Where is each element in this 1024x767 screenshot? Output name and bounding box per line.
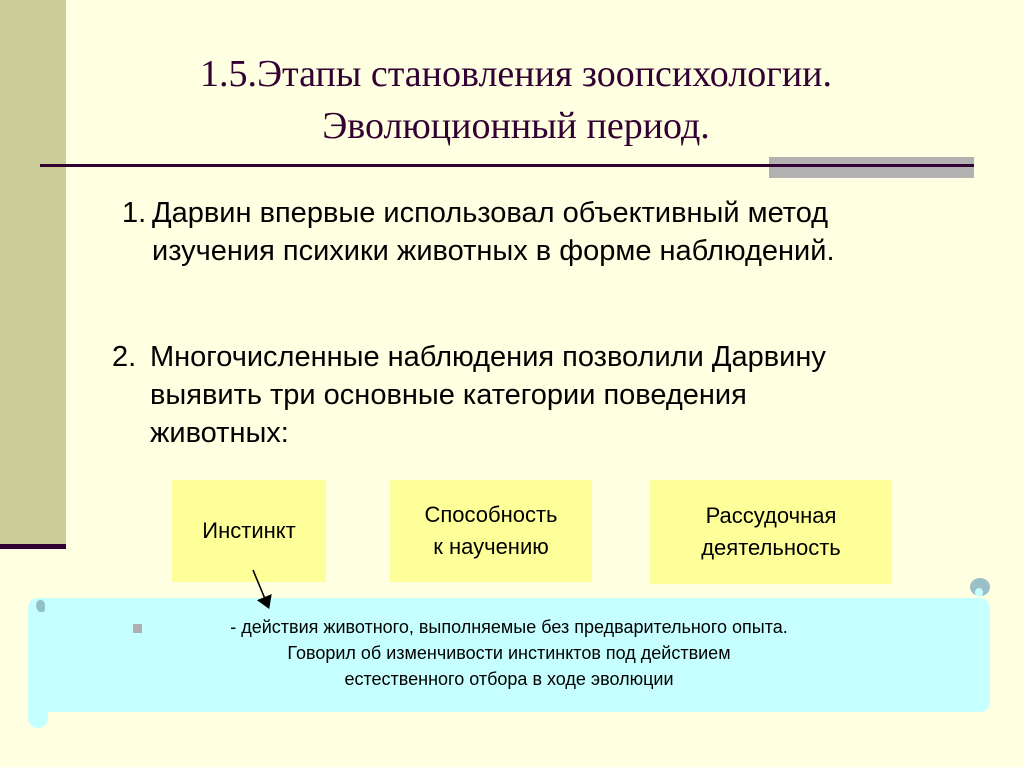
category-reasoning-label-2: деятельность <box>701 535 841 560</box>
category-learning-label-1: Способность <box>424 502 558 527</box>
title-line-2: Эволюционный период. <box>322 105 710 147</box>
square-bullet-icon <box>133 624 142 633</box>
category-learning-box: Способность к научению <box>390 480 592 582</box>
side-decor-line <box>0 544 66 549</box>
definition-line-1: - действия животного, выполняемые без пр… <box>230 617 788 637</box>
scroll-curl-left-icon <box>36 600 45 612</box>
category-learning-label-2: к научению <box>433 534 549 559</box>
category-instinct-label: Инстинкт <box>202 518 296 543</box>
slide-title: 1.5.Этапы становления зоопсихологии. Эво… <box>66 48 966 152</box>
point-2-number: 2. <box>112 341 137 373</box>
point-1-number: 1. <box>122 197 147 229</box>
title-divider-accent <box>769 157 974 178</box>
title-line-1: 1.5.Этапы становления зоопсихологии. <box>199 53 833 95</box>
point-1: 1. Дарвин впервые использовал объективны… <box>122 194 982 270</box>
title-divider <box>40 164 974 167</box>
point-2-line-1: Многочисленные наблюдения позволили Дарв… <box>150 341 826 373</box>
scroll-curl-right-icon <box>970 578 990 597</box>
definition-text: - действия животного, выполняемые без пр… <box>28 614 990 692</box>
definition-line-2: Говорил об изменчивости инстинктов под д… <box>287 643 731 663</box>
point-2: 2. Многочисленные наблюдения позволили Д… <box>112 338 982 452</box>
point-2-line-2: выявить три основные категории поведения <box>150 379 747 411</box>
category-instinct-box: Инстинкт <box>172 480 326 582</box>
title-divider-accent-line <box>769 164 974 167</box>
point-1-line-2: изучения психики животных в форме наблюд… <box>152 235 835 267</box>
point-1-line-1: Дарвин впервые использовал объективный м… <box>152 197 829 229</box>
point-2-line-3: животных: <box>150 417 289 449</box>
side-decor-band <box>0 0 66 546</box>
definition-scroll <box>28 598 990 712</box>
definition-line-3: естественного отбора в ходе эволюции <box>344 669 674 689</box>
category-reasoning-box: Рассудочная деятельность <box>650 480 892 584</box>
category-reasoning-label-1: Рассудочная <box>705 503 837 528</box>
